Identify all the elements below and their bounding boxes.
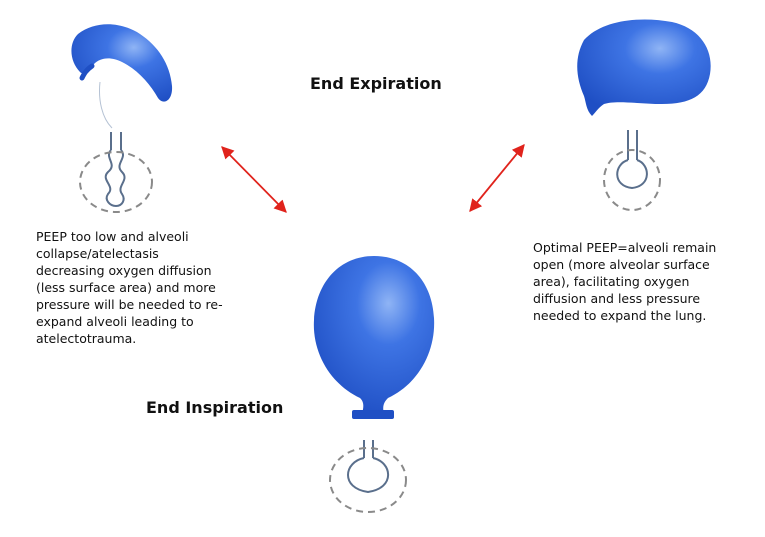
collapsed-balloon-shape bbox=[71, 24, 173, 102]
open-balloon-shape bbox=[577, 19, 711, 117]
caption-line: collapse/atelectasis bbox=[36, 246, 159, 261]
caption-line: diffusion and less pressure bbox=[533, 291, 701, 306]
low-peep-caption: PEEP too low and alveoli collapse/atelec… bbox=[36, 228, 286, 347]
caption-line: PEEP too low and alveoli bbox=[36, 229, 189, 244]
right-double-arrow bbox=[469, 144, 525, 212]
caption-line: decreasing oxygen diffusion bbox=[36, 263, 212, 278]
open-alveolus bbox=[577, 19, 711, 117]
left-double-arrow bbox=[221, 146, 287, 213]
caption-line: open (more alveolar surface bbox=[533, 257, 710, 272]
open-alveolus-cross-section bbox=[603, 130, 661, 211]
caption-line: area), facilitating oxygen bbox=[533, 274, 690, 289]
inflated-balloon-shape bbox=[313, 256, 435, 414]
caption-line: needed to expand the lung. bbox=[533, 308, 707, 323]
end-expiration-label: End Expiration bbox=[310, 74, 442, 93]
caption-line: pressure will be needed to re- bbox=[36, 297, 223, 312]
inflated-alveolus-cross-section bbox=[329, 440, 407, 513]
inflated-alveolus bbox=[313, 256, 435, 419]
caption-line: Optimal PEEP=alveoli remain bbox=[533, 240, 717, 255]
collapsed-alveolus-cross-section bbox=[79, 132, 153, 213]
caption-line: expand alveoli leading to bbox=[36, 314, 194, 329]
end-inspiration-label: End Inspiration bbox=[146, 398, 284, 417]
caption-line: atelectotrauma. bbox=[36, 331, 137, 346]
optimal-peep-caption: Optimal PEEP=alveoli remain open (more a… bbox=[533, 239, 759, 324]
caption-line: (less surface area) and more bbox=[36, 280, 216, 295]
collapsed-alveolus bbox=[71, 24, 173, 129]
